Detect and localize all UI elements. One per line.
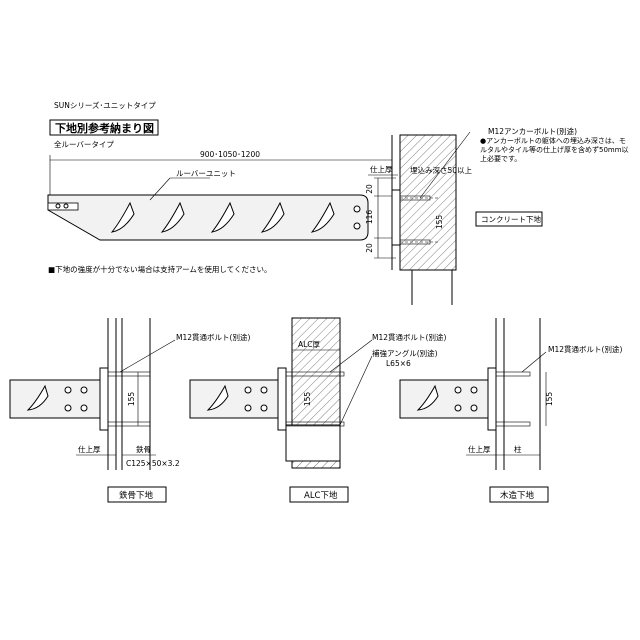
louver-blade xyxy=(416,384,439,411)
through-bolt xyxy=(107,371,151,377)
anchor-note-box: ●アンカーボルトの躯体への埋込み深さは、モルタルやタイル等の仕上げ厚を含めず50… xyxy=(480,137,629,163)
wood-column-label: 柱 xyxy=(514,444,522,454)
anchor-note: ●アンカーボルトの躯体への埋込み深さは、モルタルやタイル等の仕上げ厚を含めず50… xyxy=(480,137,629,163)
wood-base-label: 木造下地 xyxy=(500,490,535,501)
louver-type: 全ルーバータイプ xyxy=(54,139,114,149)
steel-dim-155: 155 xyxy=(127,392,136,407)
steel-finish-label: 仕上厚 xyxy=(78,444,101,454)
concrete-label-box xyxy=(475,211,543,227)
louver-blade xyxy=(260,201,285,233)
series-name: SUNシリーズ･ユニットタイプ xyxy=(54,100,156,110)
page-title: 下地別参考納まり図 xyxy=(55,121,154,135)
steel-bolt-label: M12貫通ボルト(別途) xyxy=(176,332,250,342)
dimension-155: 155 xyxy=(435,215,444,230)
alc-angle-label: 補強アングル(別途) xyxy=(372,348,438,358)
main-detail: 900･1050･1200 ルーバーユニット 20 116 20 xyxy=(47,126,629,305)
title-box xyxy=(49,119,159,136)
alc-base-label: ALC下地 xyxy=(304,490,338,501)
alc-thickness-label: ALC厚 xyxy=(298,340,321,349)
steel-base-label: 鉄骨下地 xyxy=(119,490,154,501)
louver-blade xyxy=(26,384,49,411)
dimension-20-bottom: 20 xyxy=(365,243,374,253)
wall-bracket xyxy=(391,189,401,246)
wood-detail: M12貫通ボルト(別途) 155 仕上厚 柱 木造下地 xyxy=(399,318,622,503)
steel-frame-label: 鉄骨 xyxy=(136,444,151,454)
alc-bolt-label: M12貫通ボルト(別途) xyxy=(372,332,446,342)
steel-detail: M12貫通ボルト(別途) 155 仕上厚 鉄骨 C125×50×3.2 鉄骨下地 xyxy=(9,318,250,503)
alc-dim-155: 155 xyxy=(303,392,312,407)
panel-end-cap xyxy=(47,202,79,211)
anchor-bolt-label: M12アンカーボルト(別途) xyxy=(488,126,577,136)
louver-blade xyxy=(210,201,235,233)
width-dimension: 900･1050･1200 xyxy=(200,150,260,159)
through-bolt xyxy=(495,371,531,377)
louver-unit-label: ルーバーユニット xyxy=(176,169,236,178)
strength-warning: ■下地の強度が十分でない場合は支持アームを使用してください。 xyxy=(48,264,271,274)
wood-bolt-label: M12貫通ボルト(別途) xyxy=(548,344,622,354)
louver-section xyxy=(399,379,489,419)
louver-unit-panel xyxy=(47,194,369,241)
louver-blade xyxy=(110,201,135,233)
dimension-116: 116 xyxy=(365,210,374,225)
dimension-20-top: 20 xyxy=(365,184,374,194)
through-bolt xyxy=(285,421,345,427)
through-bolt xyxy=(495,421,531,427)
finish-thickness-label: 仕上厚 xyxy=(370,164,393,174)
concrete-label: コンクリート下地 xyxy=(481,214,541,224)
steel-channel-label: C125×50×3.2 xyxy=(126,459,180,468)
louver-section xyxy=(9,379,101,419)
through-bolt xyxy=(285,371,345,377)
wood-finish-label: 仕上厚 xyxy=(468,444,491,454)
bracket-bolt xyxy=(353,205,361,213)
louver-section xyxy=(189,379,279,419)
through-bolt xyxy=(107,421,151,427)
louver-blade xyxy=(310,201,335,233)
alc-angle-size: L65×6 xyxy=(386,359,411,368)
bracket-bolt xyxy=(353,222,361,230)
alc-detail: ALC厚 M12貫通ボルト(別途) 補強アングル(別途) L65×6 155 A… xyxy=(189,317,446,503)
louver-blades xyxy=(110,201,335,233)
concrete-wall xyxy=(399,134,457,271)
wood-dim-155: 155 xyxy=(545,392,554,407)
louver-blade xyxy=(160,201,185,233)
louver-blade xyxy=(206,384,229,411)
reinforcing-angle xyxy=(285,424,341,462)
